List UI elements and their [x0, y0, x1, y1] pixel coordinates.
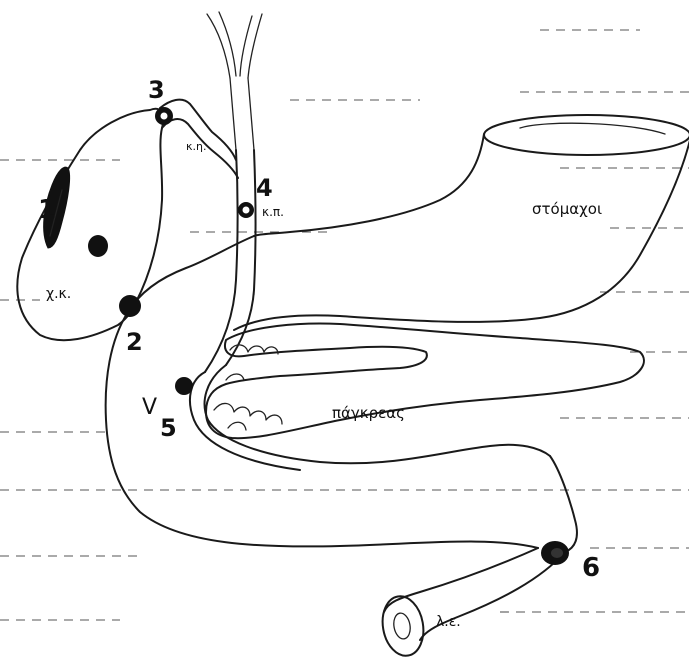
duodenum — [106, 236, 577, 552]
pancreas — [206, 324, 644, 439]
marker-label-4: 4 — [256, 174, 273, 202]
marker-label-6: 6 — [582, 553, 600, 583]
stomach — [234, 115, 689, 330]
marker-label-3: 3 — [148, 76, 165, 104]
marker-numbers: 1 2 3 4 5 6 — [38, 76, 600, 583]
marker-label-1: 1 — [38, 195, 56, 225]
label-gallbladder: χ.κ. — [46, 286, 71, 302]
label-common-duct: κ.π. — [262, 205, 284, 219]
marker-dot-5 — [175, 377, 193, 395]
label-cystic-duct: κ.η. — [186, 140, 206, 153]
marker-label-2: 2 — [126, 328, 143, 356]
label-papilla-mark: V — [142, 395, 157, 420]
marker-dot-2 — [119, 295, 141, 317]
jejunum — [378, 548, 565, 659]
label-pancreas: πάγκρεας — [332, 404, 405, 422]
hepatic-ducts — [207, 12, 262, 150]
label-jejunum: λ.ε. — [436, 614, 461, 630]
label-stomach: στόμαχοι — [532, 200, 602, 218]
marker-label-5: 5 — [160, 414, 177, 442]
